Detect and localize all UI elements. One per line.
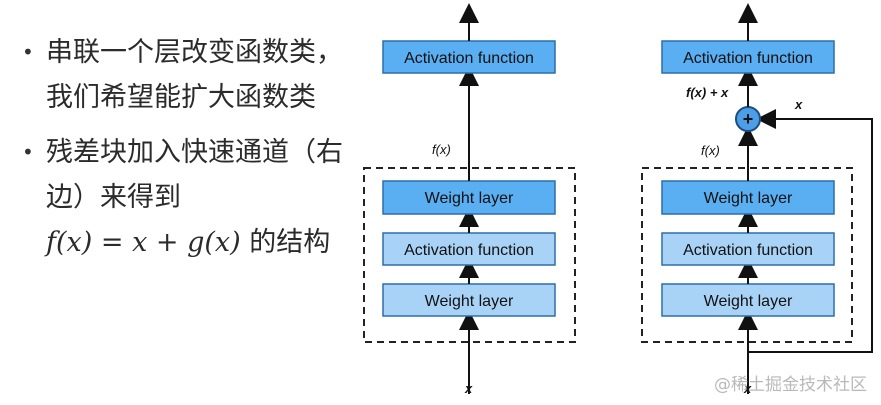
bullet-list: • 串联一个层改变函数类，我们希望能扩大函数类 • 残差块加入快速通道（右边）来… — [22, 30, 352, 265]
fx-label: f(x) — [701, 143, 720, 158]
box-label: Activation function — [683, 242, 813, 259]
box-label: Weight layer — [425, 293, 514, 310]
box-label: Weight layer — [704, 190, 793, 207]
box-label: Weight layer — [704, 293, 793, 310]
weight-layer-box — [382, 180, 556, 215]
bullet-text: 串联一个层改变函数类，我们希望能扩大函数类 — [46, 37, 343, 113]
bullet-dot-icon: • — [22, 140, 34, 164]
input-label: x — [743, 381, 752, 396]
box-label: Activation function — [404, 50, 534, 67]
sum-label: f(x) + x — [686, 85, 729, 100]
formula-line: f(x) = x + g(x) 的结构 — [46, 220, 352, 265]
fx-label: f(x) — [432, 142, 451, 157]
watermark: @稀土掘金技术社区 — [714, 375, 867, 395]
bullet-text: 残差块加入快速通道（右边）来得到 — [46, 137, 343, 213]
weight-layer-box — [661, 180, 835, 215]
formula-expression: f(x) = x + g(x) — [46, 227, 241, 258]
top-activation-box — [661, 40, 835, 74]
shortcut-label: x — [794, 97, 803, 112]
box-label: Activation function — [404, 242, 534, 259]
plus-symbol: + — [743, 109, 754, 129]
shortcut-arrow — [748, 109, 873, 353]
activation-box — [661, 232, 835, 266]
formula-suffix: 的结构 — [240, 227, 331, 258]
top-activation-box — [382, 40, 556, 74]
weight-layer-box — [661, 283, 835, 317]
bullet-item: • 串联一个层改变函数类，我们希望能扩大函数类 — [22, 30, 352, 120]
bullet-item: • 残差块加入快速通道（右边）来得到 f(x) = x + g(x) 的结构 — [22, 130, 352, 265]
box-label: Weight layer — [425, 190, 514, 207]
box-label: Activation function — [683, 50, 813, 67]
plain-block: x Weight layer Activation function Weigh… — [363, 3, 576, 396]
weight-layer-box — [382, 283, 556, 317]
bullet-dot-icon: • — [22, 40, 34, 64]
input-label: x — [464, 381, 473, 396]
residual-block: x x Weight layer Activation function Wei… — [641, 3, 873, 396]
